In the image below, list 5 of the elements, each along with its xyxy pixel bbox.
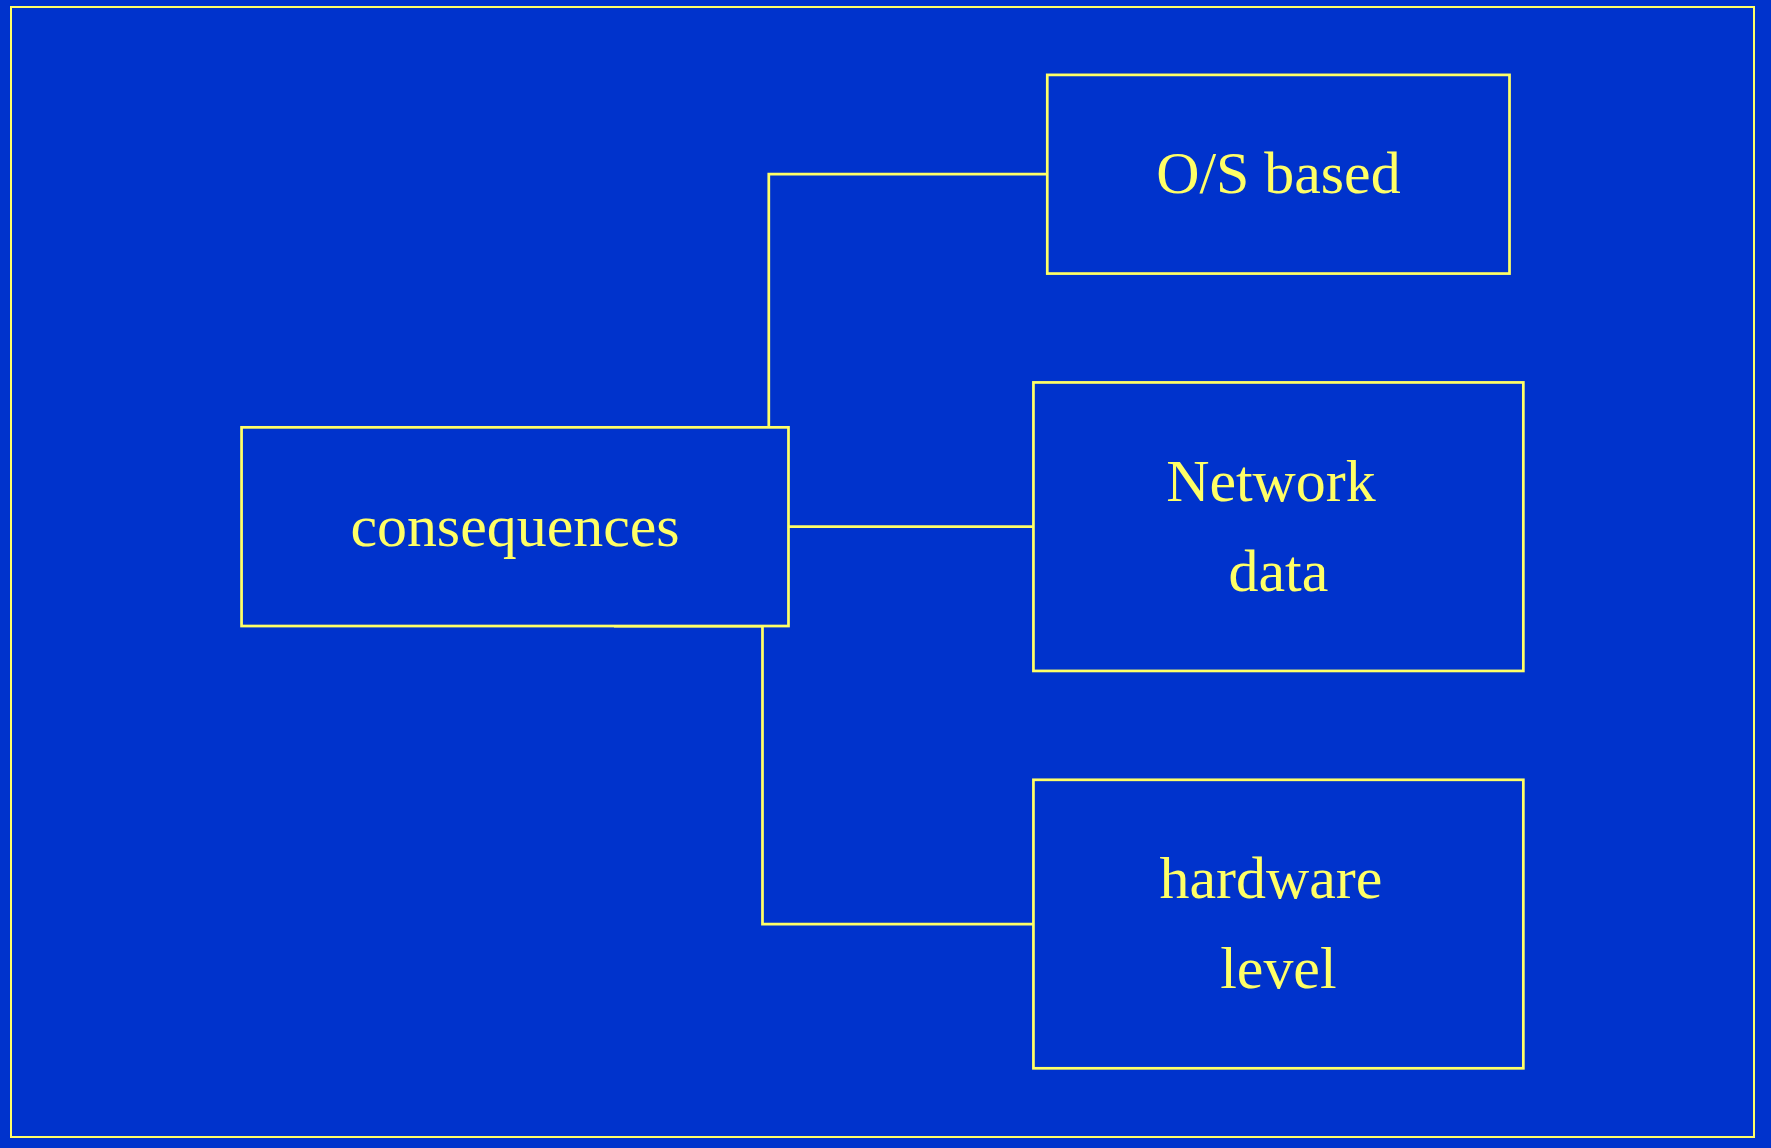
node-box: O/S based [1045, 73, 1511, 276]
node-box: Network data [1032, 381, 1525, 673]
node-box: hardware level [1032, 778, 1525, 1071]
connector [788, 525, 1034, 529]
node-box: consequences [240, 426, 790, 628]
